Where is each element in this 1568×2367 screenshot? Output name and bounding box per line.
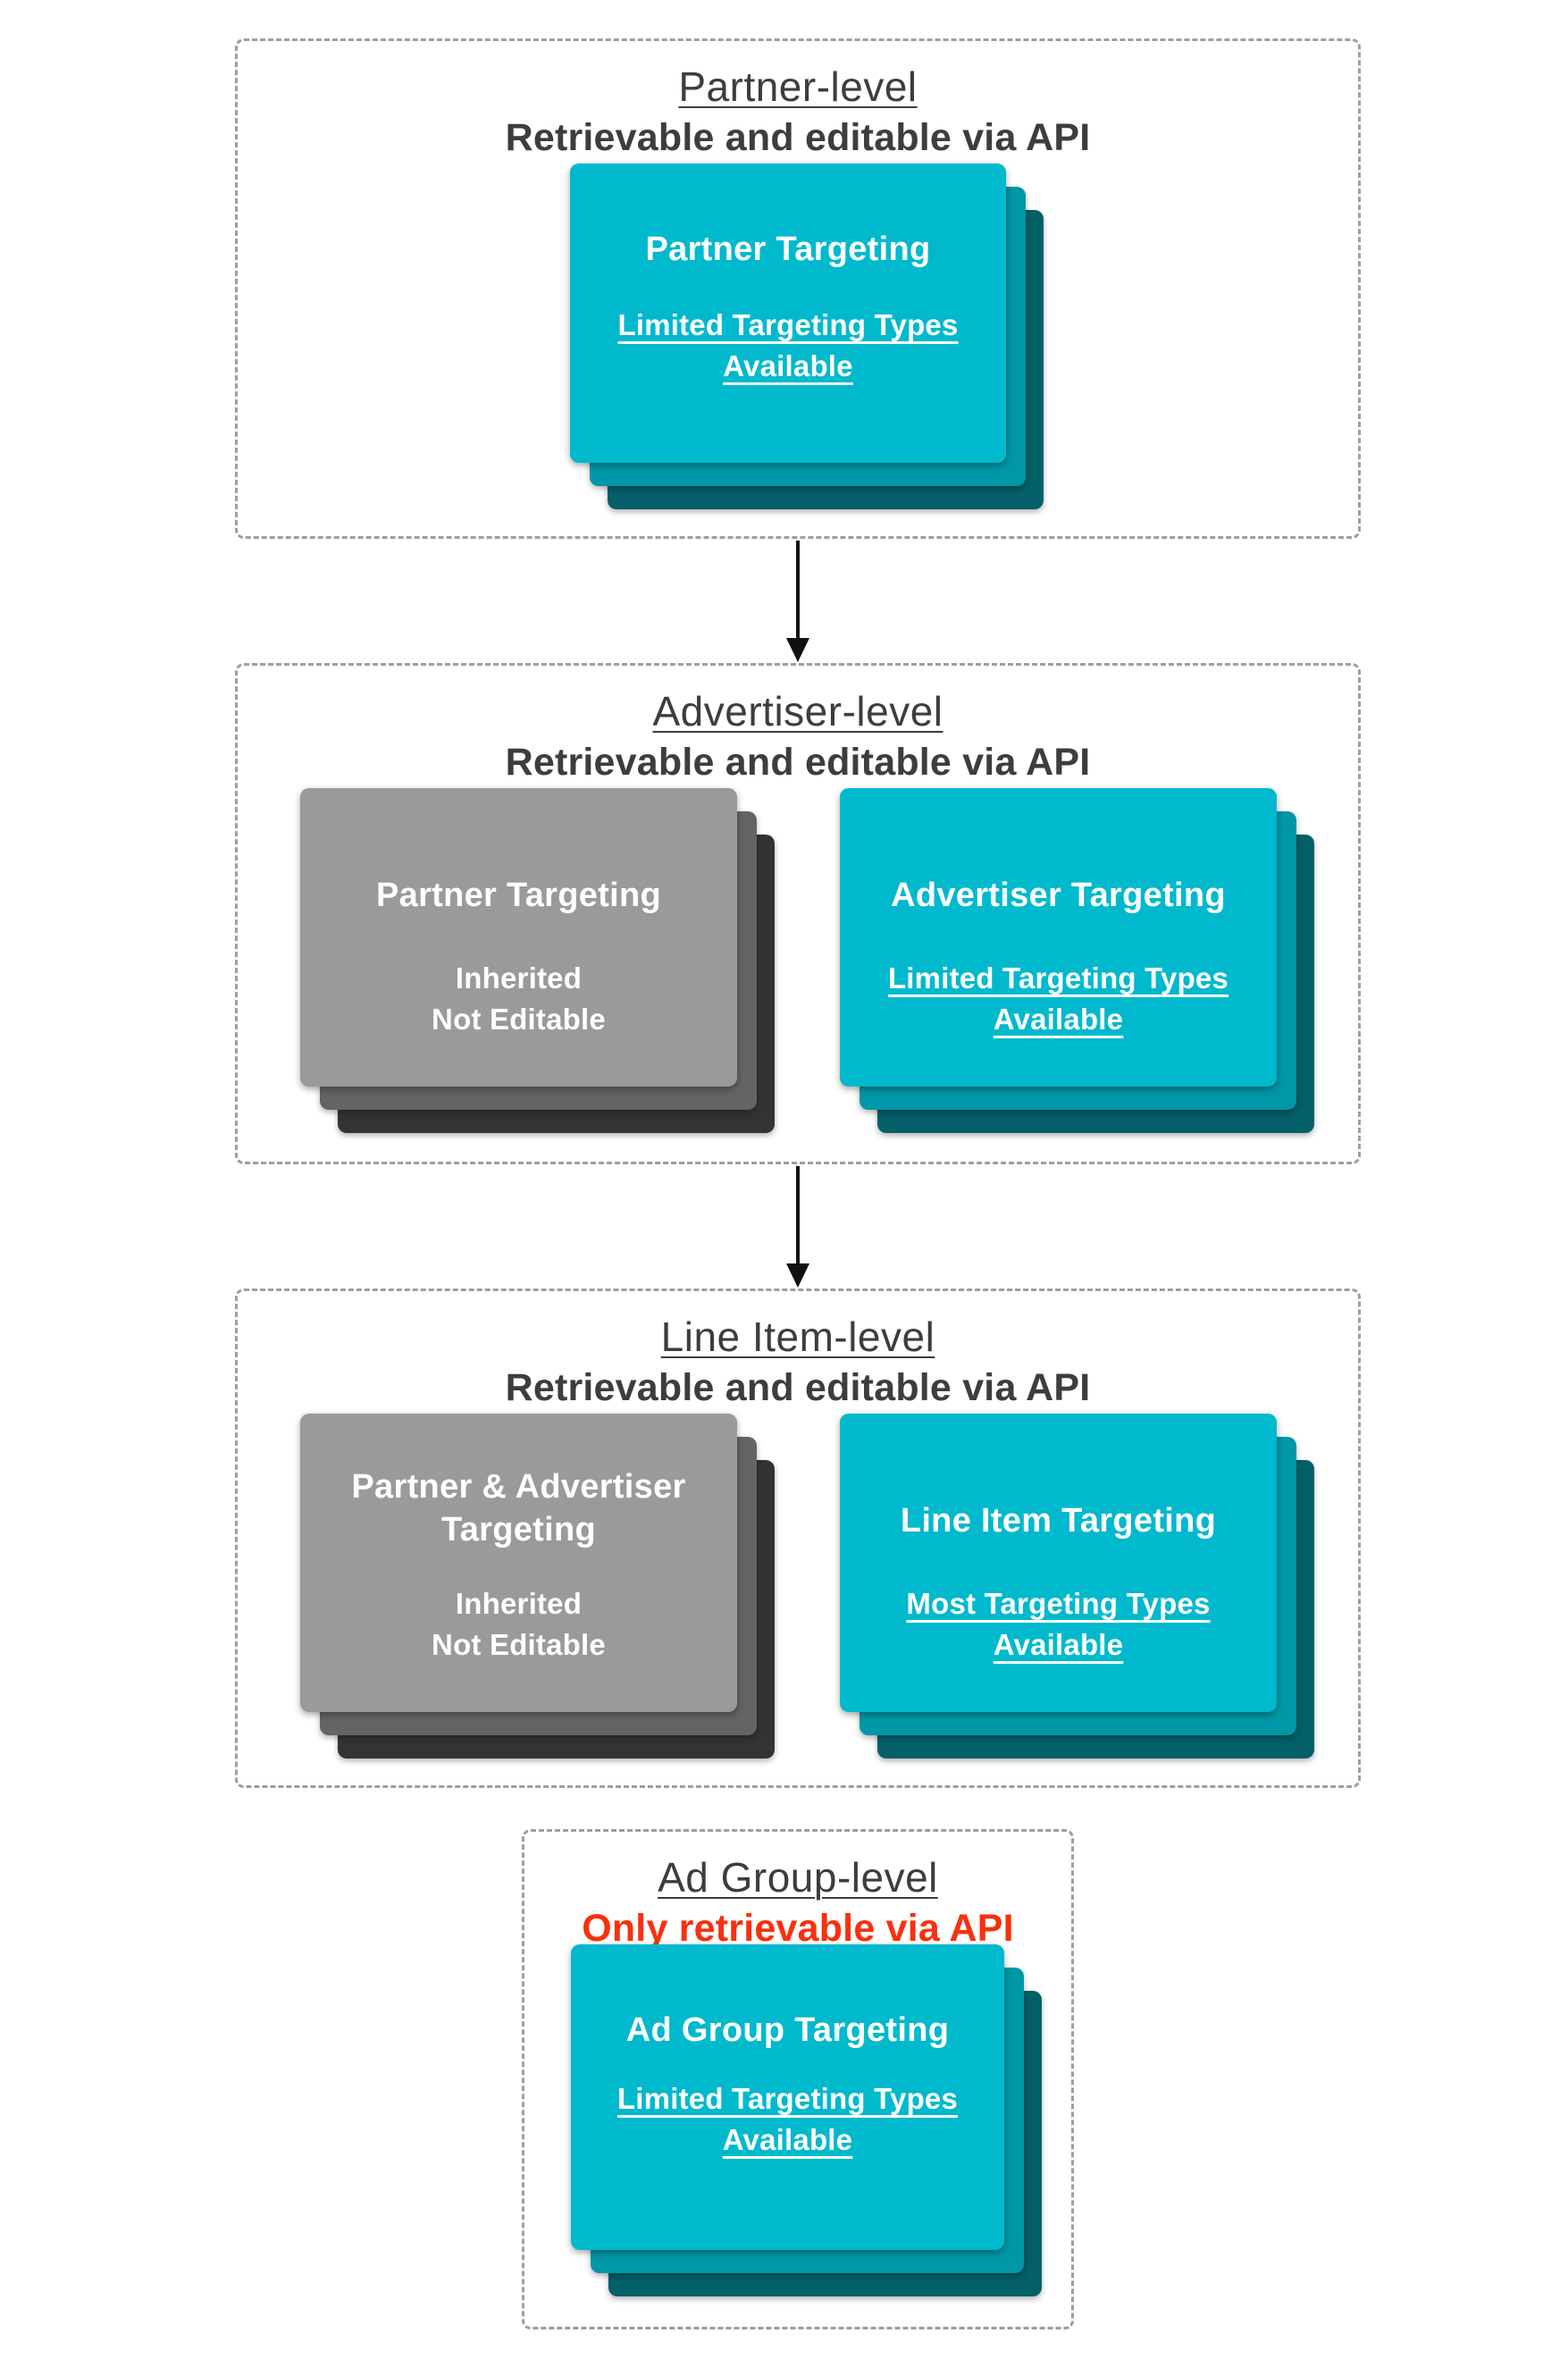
flow-arrow-partner-to-advertiser (786, 541, 809, 662)
card-subtitle: Most Targeting Types Available (856, 1583, 1261, 1666)
card-subtitle: Limited Targeting Types Available (587, 2078, 988, 2161)
card-stack-advertiser-targeting: Advertiser Targeting Limited Targeting T… (840, 788, 1314, 1133)
card-title: Partner & Advertiser Targeting (351, 1468, 686, 1549)
card-subtitle: Limited Targeting Types Available (856, 958, 1261, 1040)
card-stack-line-item-targeting: Line Item Targeting Most Targeting Types… (840, 1414, 1314, 1758)
card-title: Partner Targeting (375, 877, 661, 914)
card-advertiser-targeting: Advertiser Targeting Limited Targeting T… (840, 788, 1277, 1087)
card-subtitle-line: Available (722, 2123, 853, 2156)
card-subtitle-line: Available (723, 349, 853, 382)
card-inherited-partner-advertiser-targeting: Partner & Advertiser Targeting Inherited… (300, 1414, 737, 1712)
panel-title-partner: Partner-level (678, 63, 918, 110)
card-stack-inherited-partner-targeting: Partner Targeting Inherited Not Editable (300, 788, 775, 1133)
card-subtitle: Inherited Not Editable (316, 1583, 721, 1666)
card-stack-ad-group-targeting: Ad Group Targeting Limited Targeting Typ… (571, 1944, 1042, 2296)
flow-arrow-advertiser-to-lineitem (786, 1166, 809, 1288)
card-subtitle-line: Available (993, 1003, 1124, 1036)
card-title: Partner Targeting (645, 231, 931, 268)
card-line-item-targeting: Line Item Targeting Most Targeting Types… (840, 1414, 1277, 1712)
card-subtitle-line: Available (993, 1628, 1124, 1661)
card-subtitle: Limited Targeting Types Available (586, 305, 990, 387)
panel-subtitle-partner: Retrievable and editable via API (505, 116, 1091, 159)
card-subtitle-line: Limited Targeting Types (617, 308, 959, 341)
card-ad-group-targeting: Ad Group Targeting Limited Targeting Typ… (571, 1944, 1004, 2250)
card-stack-partner-targeting: Partner Targeting Limited Targeting Type… (570, 164, 1044, 509)
panel-title-advertiser: Advertiser-level (652, 688, 943, 734)
card-inherited-partner-targeting: Partner Targeting Inherited Not Editable (300, 788, 737, 1087)
card-subtitle-line: Inherited (455, 961, 583, 995)
card-subtitle-line: Not Editable (432, 1628, 606, 1661)
card-title: Line Item Targeting (900, 1502, 1217, 1540)
arrow-shaft (796, 1166, 800, 1266)
panel-title-ad-group: Ad Group-level (658, 1854, 938, 1901)
card-subtitle-line: Not Editable (432, 1003, 606, 1036)
card-title: Ad Group Targeting (625, 2011, 950, 2049)
panel-subtitle-ad-group: Only retrievable via API (582, 1907, 1014, 1950)
arrow-head-icon (786, 638, 809, 662)
card-subtitle-line: Limited Targeting Types (887, 961, 1229, 995)
arrow-shaft (796, 541, 800, 641)
card-stack-inherited-partner-advertiser-targeting: Partner & Advertiser Targeting Inherited… (300, 1414, 775, 1758)
panel-ad-group-level: Ad Group-level Only retrievable via API … (522, 1829, 1074, 2329)
card-subtitle-line: Most Targeting Types (906, 1587, 1211, 1620)
card-subtitle: Inherited Not Editable (316, 958, 721, 1040)
panel-subtitle-line-item: Retrievable and editable via API (505, 1366, 1091, 1409)
arrow-head-icon (786, 1263, 809, 1288)
card-title: Advertiser Targeting (891, 877, 1226, 914)
card-partner-targeting: Partner Targeting Limited Targeting Type… (570, 164, 1006, 463)
card-subtitle-line: Limited Targeting Types (616, 2082, 959, 2115)
panel-title-line-item: Line Item-level (660, 1314, 935, 1360)
panel-line-item-level: Line Item-level Retrievable and editable… (235, 1288, 1361, 1788)
panel-partner-level: Partner-level Retrievable and editable v… (235, 38, 1361, 539)
card-subtitle-line: Inherited (455, 1587, 583, 1620)
panel-subtitle-advertiser: Retrievable and editable via API (505, 741, 1091, 784)
panel-advertiser-level: Advertiser-level Retrievable and editabl… (235, 663, 1361, 1164)
